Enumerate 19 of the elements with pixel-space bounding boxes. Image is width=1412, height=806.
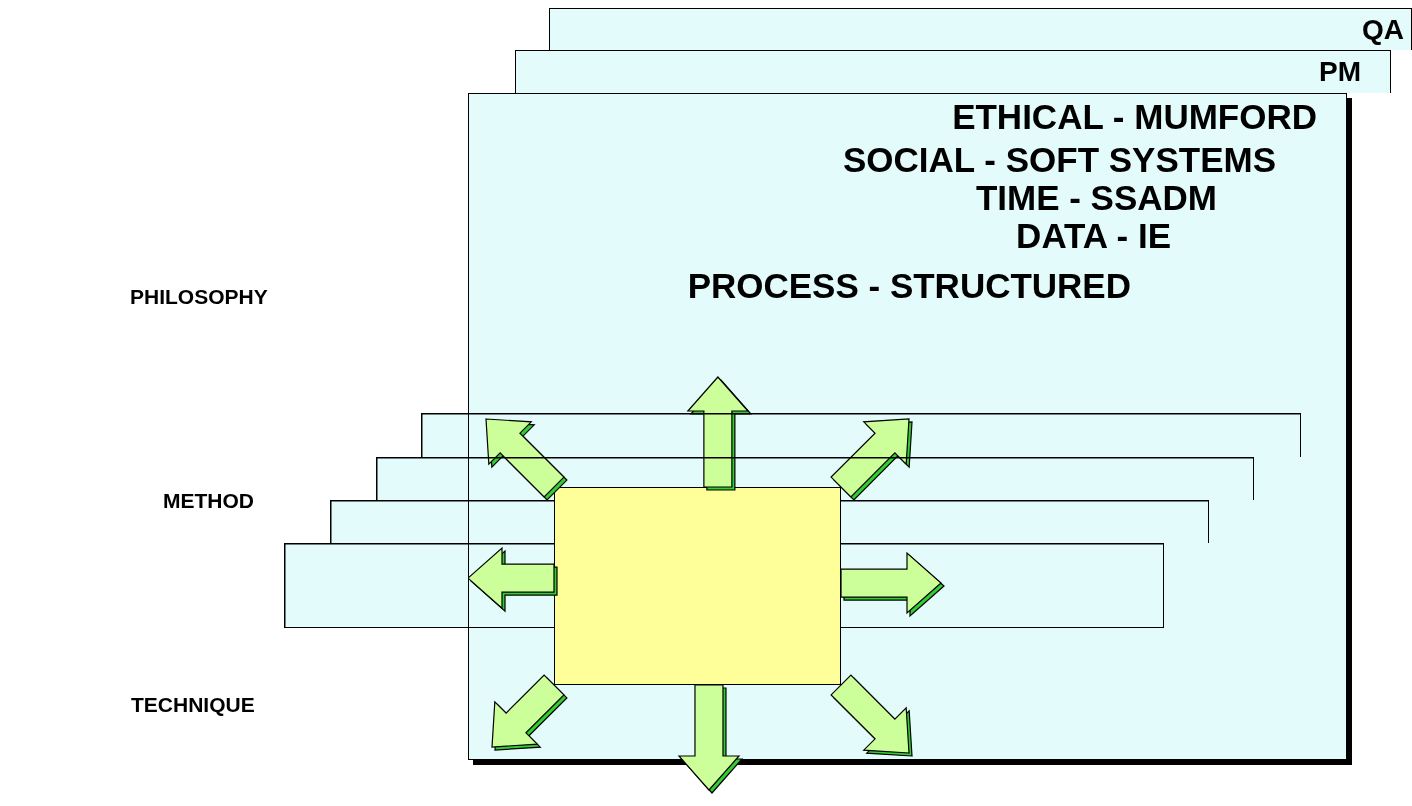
block-arrow	[677, 684, 744, 794]
layer-strip	[376, 457, 1254, 500]
approach-label: SOCIAL - SOFT SYSTEMS	[843, 141, 1276, 180]
approach-label: ETHICAL - MUMFORD	[952, 98, 1317, 137]
level-label: TECHNIQUE	[131, 693, 255, 717]
approach-label: PROCESS - STRUCTURED	[687, 267, 1131, 306]
approach-label: TIME - SSADM	[975, 179, 1217, 218]
panel-title: QA	[1362, 15, 1404, 46]
level-label: METHOD	[163, 489, 254, 513]
panel-title: PM	[1319, 57, 1361, 88]
block-arrow	[491, 674, 568, 751]
panel	[549, 8, 1412, 50]
layer-strip	[284, 543, 1164, 628]
block-arrow	[830, 674, 913, 757]
layer-strip	[330, 500, 1209, 543]
approach-label: DATA - IE	[1016, 217, 1171, 256]
level-label: PHILOSOPHY	[130, 285, 268, 309]
layer-strip	[421, 413, 1301, 457]
panel	[515, 50, 1391, 93]
